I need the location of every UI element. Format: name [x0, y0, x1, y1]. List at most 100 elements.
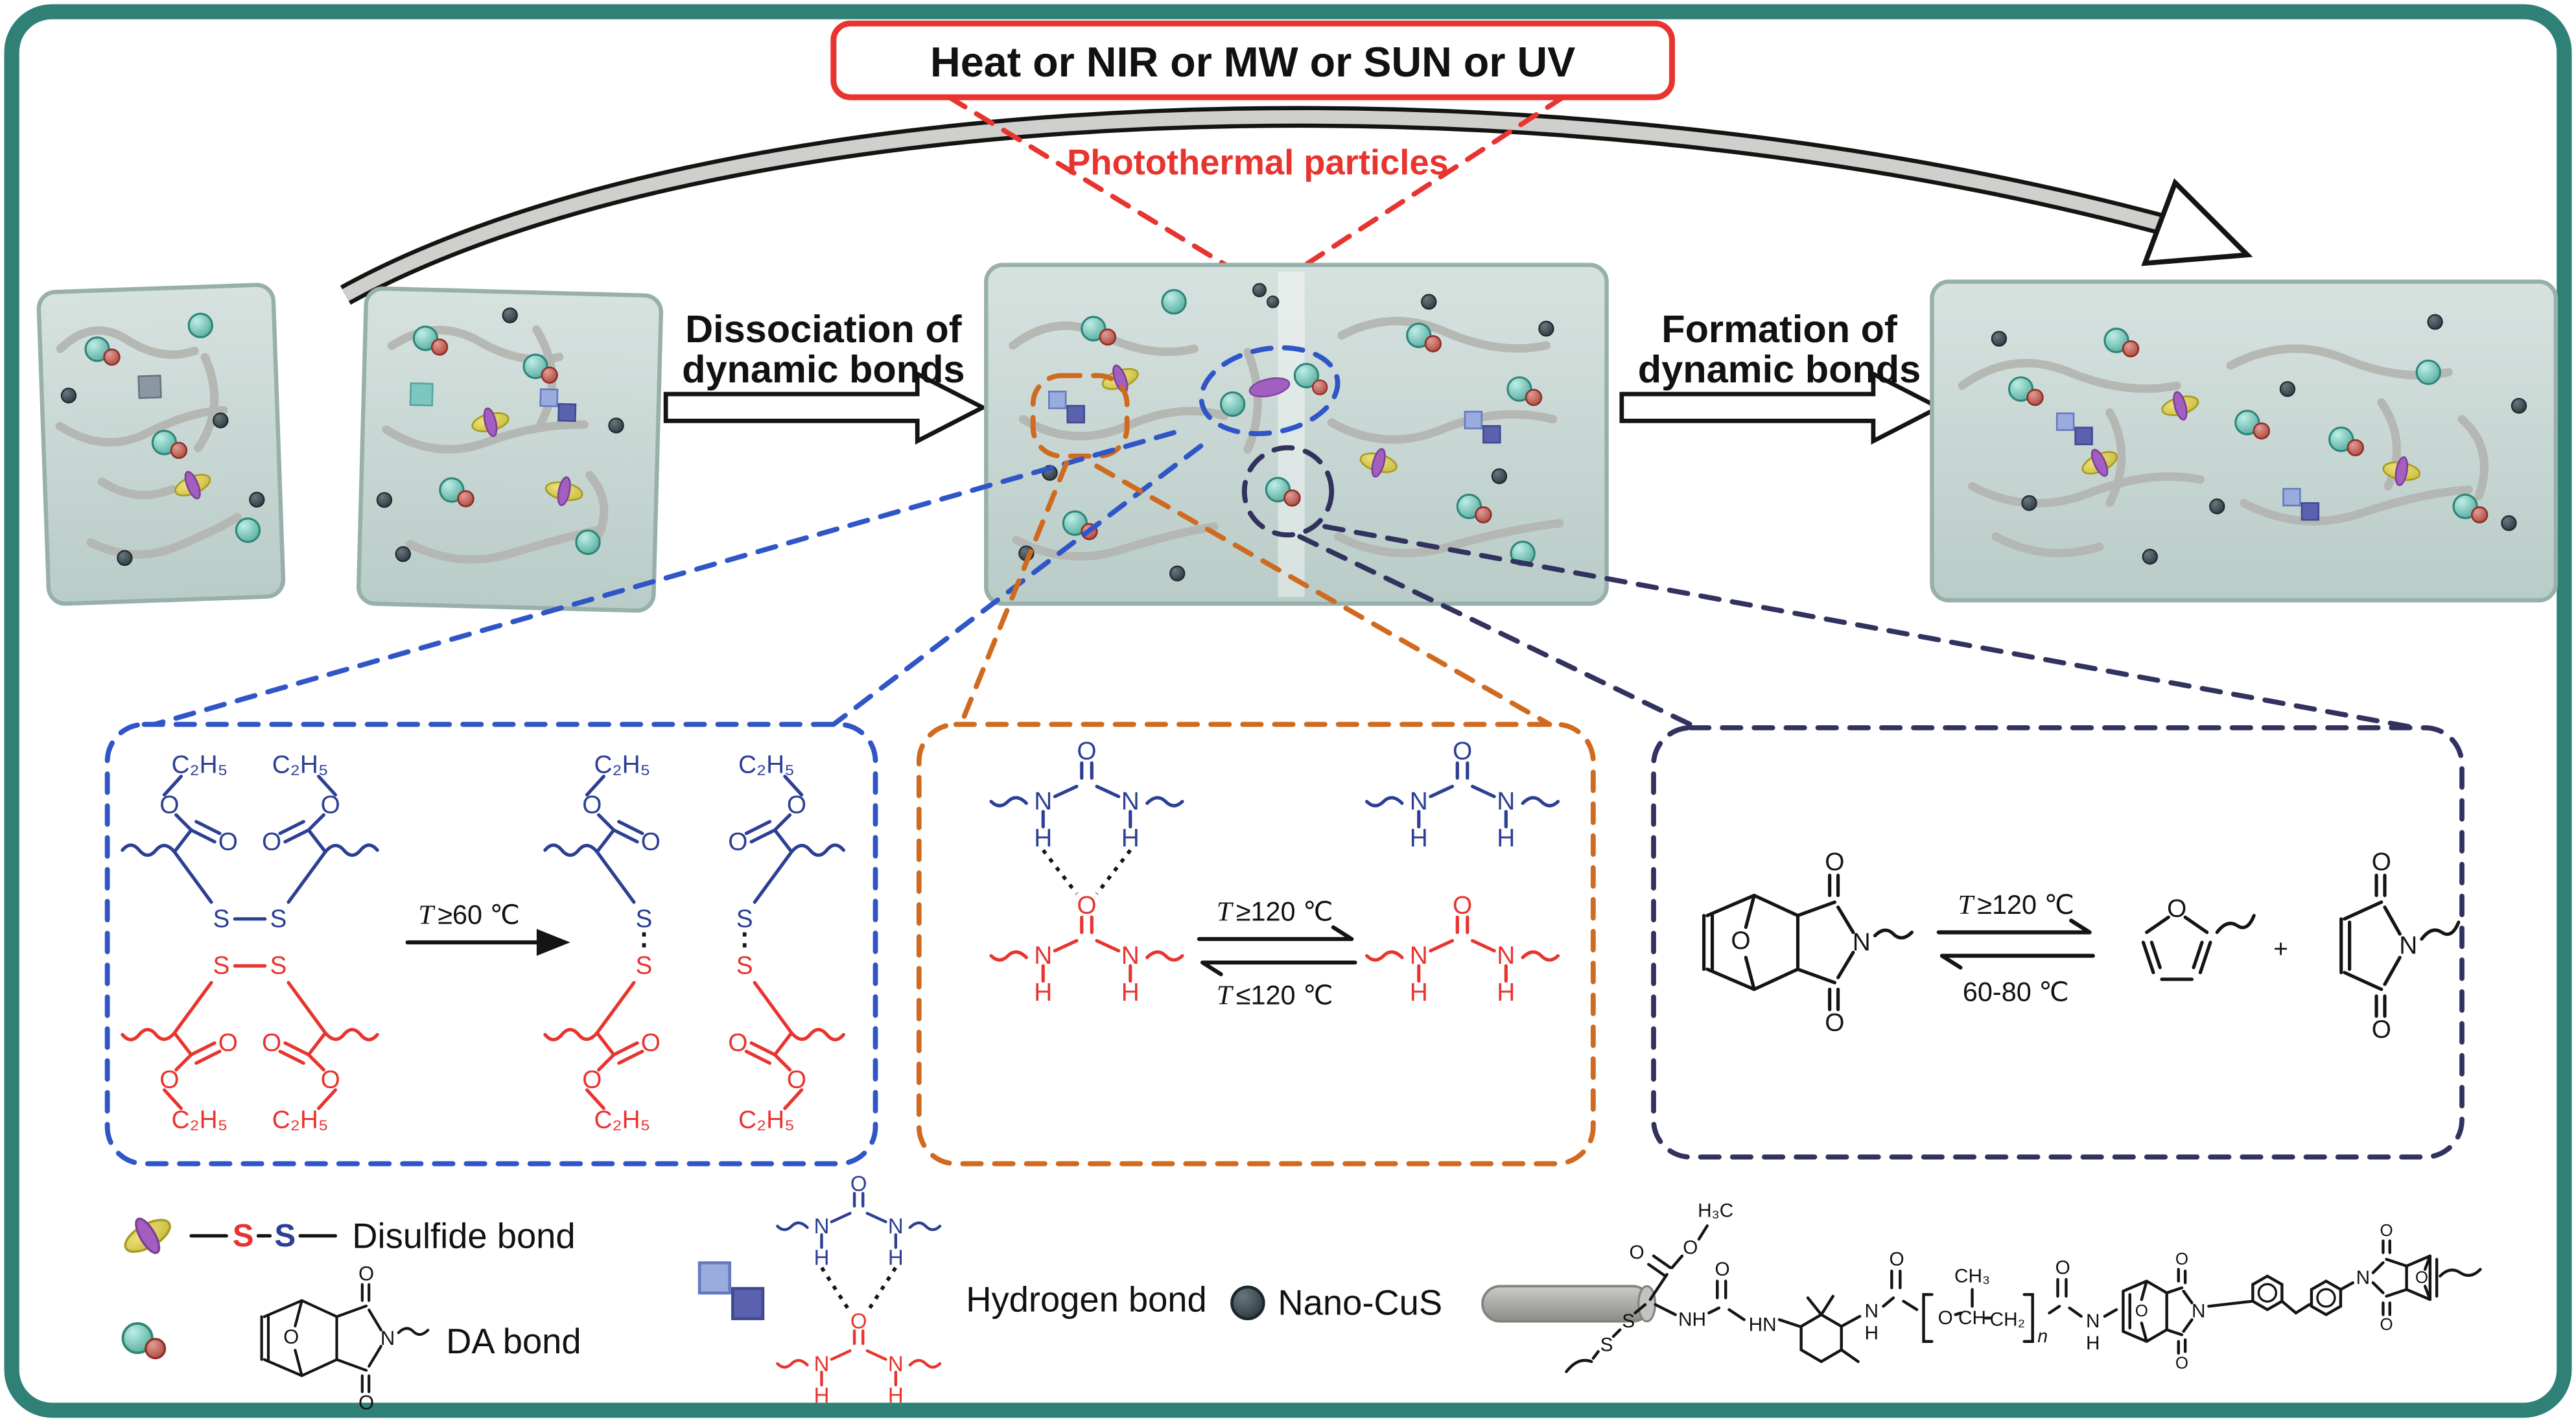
atom: N — [1497, 787, 1515, 815]
atom: N — [1410, 787, 1428, 815]
repeat-subscript: n — [2037, 1326, 2048, 1347]
hbond-equilibrium-arrows: T ≥120 ℃ T ≤120 ℃ — [1197, 896, 1357, 1011]
condition-T: T — [418, 900, 436, 931]
legend-hydrogen-label: Hydrogen bond — [966, 1280, 1207, 1320]
da-bond-highlight — [1241, 445, 1335, 538]
atom: C₂H₅ — [738, 751, 795, 778]
atom: O — [582, 791, 602, 819]
condition-T: T — [1958, 890, 1975, 920]
atom: O — [283, 1325, 299, 1348]
atom: N — [1034, 787, 1052, 815]
condition-value: ≥60 ℃ — [438, 900, 520, 930]
atom: O — [1630, 1242, 1645, 1263]
condition-T: T — [1217, 981, 1234, 1011]
plus-sign: + — [2273, 935, 2288, 963]
healing-cycle-arrow — [340, 106, 2253, 305]
atom: O — [2415, 1268, 2428, 1287]
atom: N — [888, 1214, 904, 1238]
atom: O — [2175, 1250, 2188, 1268]
benzene-ring — [2257, 1283, 2278, 1303]
atom: H — [1121, 824, 1140, 852]
atom: O — [358, 1263, 374, 1285]
hydrogen-bonds-dotted — [1041, 848, 1132, 895]
atom: O — [218, 1029, 238, 1057]
stimulus-box: Heat or NIR or MW or SUN or UV — [830, 20, 1675, 100]
atom: H — [814, 1246, 830, 1270]
atom: O — [159, 1066, 179, 1094]
atom: H — [1034, 979, 1052, 1007]
cycle-arrowhead — [2141, 178, 2253, 266]
atom: S — [270, 905, 287, 933]
hydrogen-bond-highlight — [1030, 373, 1130, 459]
atom: NH — [1678, 1309, 1706, 1331]
atom: O — [1683, 1237, 1698, 1258]
atom: H — [1497, 979, 1515, 1007]
atom: CH₃ — [1954, 1265, 1990, 1287]
atom: O — [218, 828, 238, 856]
atom: S — [270, 952, 287, 980]
atom: C₂H₅ — [172, 1106, 228, 1134]
atom: N — [814, 1214, 830, 1238]
stimulus-label: Heat or NIR or MW or SUN or UV — [930, 38, 1575, 86]
atom: N — [1121, 942, 1140, 970]
atom: O — [787, 791, 806, 819]
atom: H — [1410, 979, 1428, 1007]
atom: N — [1497, 942, 1515, 970]
atom: S — [1600, 1334, 1613, 1355]
atom: O — [321, 1066, 340, 1094]
atom: O — [582, 1066, 602, 1094]
atom: O — [1077, 738, 1096, 765]
atom: H — [1865, 1322, 1879, 1344]
atom: S — [233, 1218, 254, 1253]
atom: N — [1121, 787, 1140, 815]
atom: N — [2086, 1311, 2100, 1332]
atom: O — [2380, 1222, 2393, 1240]
atom: O — [358, 1391, 374, 1414]
legend-hydrogen-bonds-dotted — [820, 1266, 897, 1311]
atom: H — [814, 1383, 830, 1407]
maleimide-structure: O O N — [2339, 848, 2461, 1043]
atom: O — [787, 1066, 806, 1094]
atom: O — [1825, 1009, 1844, 1037]
callout-line-right — [1282, 95, 1566, 281]
atom: C₂H₅ — [272, 1106, 329, 1134]
atom: N — [2192, 1301, 2206, 1322]
polymer-chain-icon-cap — [1637, 1285, 1657, 1323]
legend-nano-cus-label: Nano-CuS — [1278, 1283, 1442, 1323]
condition-value: ≥120 ℃ — [1977, 890, 2074, 920]
atom: N — [888, 1351, 904, 1375]
legend-da-structure: O O O N — [262, 1263, 428, 1414]
atom: O — [2167, 895, 2186, 923]
zoom-connectors — [152, 430, 2418, 730]
atom: O — [850, 1309, 867, 1333]
atom: O — [262, 828, 281, 856]
atom: S — [636, 905, 653, 933]
atom: H — [1121, 979, 1140, 1007]
atom: H₃C — [1698, 1200, 1733, 1221]
atom: S — [736, 905, 753, 933]
atom: N — [2399, 932, 2417, 960]
atom: N — [1853, 929, 1871, 957]
atom: C₂H₅ — [272, 751, 329, 778]
atom: N — [1034, 942, 1052, 970]
atom: O — [159, 791, 179, 819]
gel-fractured-piece-2 — [356, 286, 664, 613]
atom: H — [1410, 824, 1428, 852]
atom: N — [381, 1327, 395, 1349]
condition-value: ≤120 ℃ — [1236, 981, 1333, 1010]
atom: O — [1453, 892, 1472, 920]
cube-bead — [409, 382, 434, 407]
atom: O — [728, 828, 747, 856]
atom: O — [2055, 1257, 2070, 1278]
atom: O — [641, 828, 661, 856]
